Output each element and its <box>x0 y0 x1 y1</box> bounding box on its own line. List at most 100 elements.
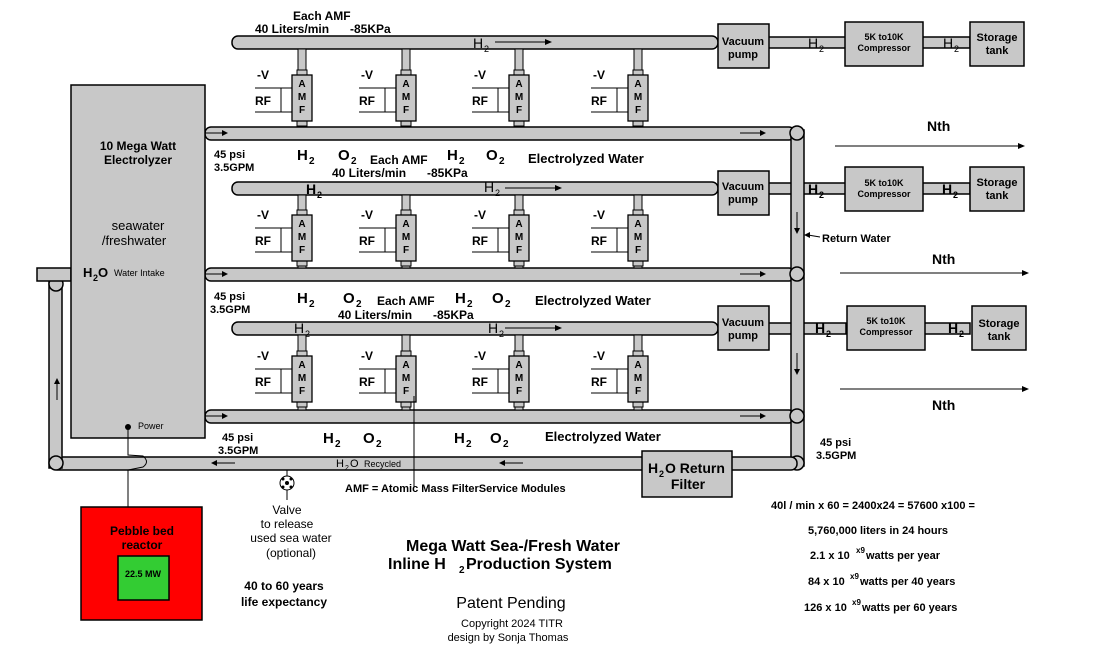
svg-text:H: H <box>297 147 308 164</box>
reactor-label-2: reactor <box>122 538 163 552</box>
reactor-core <box>117 555 170 601</box>
svg-text:F: F <box>403 386 409 397</box>
amf-module: AMF-VRF <box>472 194 530 269</box>
copyright: Copyright 2024 TITR <box>461 618 563 630</box>
svg-text:pump: pump <box>728 194 758 206</box>
neg-v-label: -V <box>257 208 269 222</box>
mid-flow: 40 Liters/min <box>332 166 406 180</box>
svg-text:H: H <box>943 35 953 51</box>
svg-text:5K to10K: 5K to10K <box>864 32 904 42</box>
calc-2: 5,760,000 liters in 24 hours <box>808 525 948 537</box>
svg-text:A: A <box>515 79 522 90</box>
rf-label: RF <box>591 234 607 248</box>
svg-text:M: M <box>634 92 642 103</box>
svg-text:H: H <box>473 35 483 51</box>
rf-label: RF <box>359 94 375 108</box>
neg-v-label: -V <box>361 68 373 82</box>
top-flow: 40 Liters/min <box>255 22 329 36</box>
svg-text:2: 2 <box>467 299 473 310</box>
svg-text:2: 2 <box>305 329 310 339</box>
svg-text:126 x 10: 126 x 10 <box>804 602 847 614</box>
svg-text:F: F <box>403 245 409 256</box>
valve-label-4: (optional) <box>266 546 316 560</box>
svg-text:Vacuum: Vacuum <box>722 317 764 329</box>
svg-text:M: M <box>634 373 642 384</box>
svg-text:M: M <box>402 92 410 103</box>
svg-text:A: A <box>634 79 641 90</box>
amf-module: AMF-VRF <box>255 48 313 128</box>
vacuum-pump <box>717 23 770 69</box>
compressor <box>844 21 924 67</box>
electrolyzer-title-2: Electrolyzer <box>104 153 172 167</box>
svg-text:Storage: Storage <box>979 318 1020 330</box>
electrolyzer-sub-2: /freshwater <box>102 233 167 248</box>
svg-text:H: H <box>488 320 498 336</box>
svg-text:watts per year: watts per year <box>865 550 941 562</box>
svg-text:2: 2 <box>495 188 500 198</box>
svg-text:x9: x9 <box>850 572 859 581</box>
svg-text:2: 2 <box>954 44 959 54</box>
svg-text:F: F <box>635 386 641 397</box>
storage-tank <box>969 166 1025 212</box>
svg-text:2: 2 <box>466 439 472 450</box>
amf-module: AMF-VRF <box>255 334 313 411</box>
svg-text:H: H <box>306 181 316 197</box>
rf-label: RF <box>591 375 607 389</box>
svg-text:2: 2 <box>959 329 964 339</box>
svg-text:A: A <box>298 360 305 371</box>
rf-label: RF <box>255 375 271 389</box>
elbow-3 <box>789 408 805 424</box>
svg-text:2: 2 <box>819 190 824 200</box>
svg-text:M: M <box>402 232 410 243</box>
valve-label-2: to release <box>261 517 314 531</box>
svg-text:2: 2 <box>376 439 382 450</box>
svg-text:x9: x9 <box>852 598 861 607</box>
svg-text:A: A <box>298 79 305 90</box>
svg-text:Electrolyzed Water: Electrolyzed Water <box>528 151 644 166</box>
svg-text:2: 2 <box>309 156 315 167</box>
svg-text:Compressor: Compressor <box>859 327 913 337</box>
low-each-amf: Each AMF <box>377 294 435 308</box>
right-psi: 45 psi <box>820 437 851 449</box>
rf-label: RF <box>472 234 488 248</box>
top-pressure: -85KPa <box>350 22 391 36</box>
intake-h: H <box>83 265 92 280</box>
title-line-1: Mega Watt Sea-/Fresh Water <box>406 538 620 555</box>
svg-text:H: H <box>297 290 308 307</box>
amf-modules: AMF-VRFAMF-VRFAMF-VRFAMF-VRFAMF-VRFAMF-V… <box>255 48 649 411</box>
svg-text:Compressor: Compressor <box>857 189 911 199</box>
svg-text:F: F <box>299 105 305 116</box>
neg-v-label: -V <box>593 68 605 82</box>
svg-text:2: 2 <box>459 156 465 167</box>
amf-legend: AMF = Atomic Mass FilterService Modules <box>345 483 566 495</box>
life-2: life expectancy <box>241 595 327 609</box>
svg-text:Compressor: Compressor <box>857 43 911 53</box>
rf-label: RF <box>359 234 375 248</box>
vacuum-pump <box>717 170 770 216</box>
reactor-power: 22.5 MW <box>125 569 162 579</box>
elbow-1 <box>789 125 805 141</box>
compressor <box>844 166 924 212</box>
neg-v-label: -V <box>474 68 486 82</box>
svg-text:H: H <box>648 460 658 476</box>
svg-text:45 psi: 45 psi <box>214 149 245 161</box>
amf-module: AMF-VRF <box>591 194 649 269</box>
svg-text:3.5GPM: 3.5GPM <box>214 162 254 174</box>
water-pipe-3 <box>204 409 796 424</box>
svg-text:3.5GPM: 3.5GPM <box>218 445 258 457</box>
equipment-row-1: Vacuum pump 5K to10K Compressor Storage … <box>717 21 1025 69</box>
svg-text:M: M <box>515 373 523 384</box>
svg-text:H: H <box>455 290 466 307</box>
neg-v-label: -V <box>593 349 605 363</box>
title-line-2b: Production System <box>466 556 612 573</box>
svg-text:F: F <box>516 245 522 256</box>
intake-sub: 2 <box>93 273 98 283</box>
calc-1: 40l / min x 60 = 2400x24 = 57600 x100 = <box>771 500 975 512</box>
reactor-label-1: Pebble bed <box>110 524 174 538</box>
svg-text:H: H <box>484 179 494 195</box>
neg-v-label: -V <box>257 349 269 363</box>
svg-text:45 psi: 45 psi <box>222 432 253 444</box>
